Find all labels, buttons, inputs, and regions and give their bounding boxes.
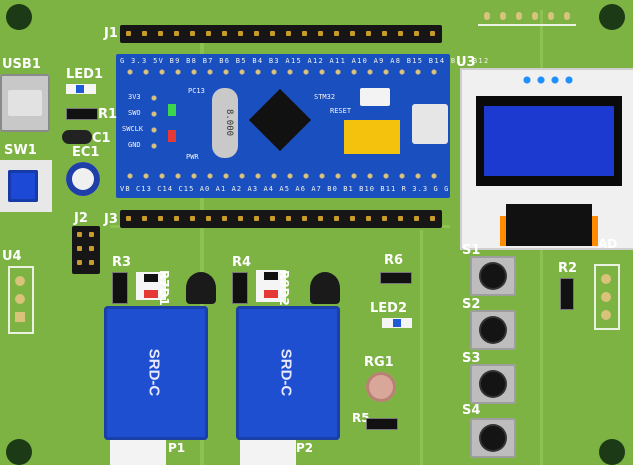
u4-footprint <box>8 266 34 334</box>
power-switch[interactable] <box>0 160 52 212</box>
usb1-label: USB1 <box>2 57 41 72</box>
r2-connector <box>594 264 620 330</box>
r6-label: R6 <box>384 253 404 268</box>
swd-3v3: 3V3 <box>128 93 141 101</box>
crystal: 8.000 <box>212 88 238 158</box>
reset-button[interactable] <box>360 88 390 106</box>
resistor-r5 <box>366 418 398 430</box>
pc13-led <box>168 104 176 116</box>
j2-label: J2 <box>74 211 88 226</box>
r8d2-label: R8D2 <box>277 270 291 306</box>
led1-label: LED1 <box>66 67 104 82</box>
bottom-pin-row <box>122 172 444 180</box>
pc13-label: PC13 <box>188 87 205 95</box>
top-connector <box>478 0 576 26</box>
button-s2[interactable] <box>470 310 516 350</box>
mounting-hole <box>599 4 625 30</box>
r1-label: R1 <box>98 107 118 122</box>
reset-label: RESET <box>330 107 352 115</box>
oled-ribbon <box>500 204 598 246</box>
sw1-label: SW1 <box>4 143 37 158</box>
r2-label: R2 <box>558 261 578 276</box>
trace <box>420 230 423 465</box>
led2 <box>382 318 412 328</box>
header-j3[interactable] <box>120 210 442 228</box>
mounting-hole <box>6 439 32 465</box>
oled-screen <box>484 106 614 176</box>
stm32-top-pin-labels: G 3.3 5V B9 B8 B7 B6 B5 B4 B3 A15 A12 A1… <box>120 57 490 65</box>
button-s1[interactable] <box>470 256 516 296</box>
led2-label: LED2 <box>370 301 408 316</box>
mounting-hole <box>599 439 625 465</box>
s4-label: S4 <box>462 403 481 418</box>
capacitor-c1 <box>62 130 92 144</box>
stm32-chip <box>248 88 312 152</box>
led1 <box>66 84 96 94</box>
relay-left: SRD-C <box>104 306 208 440</box>
electrolytic-cap <box>66 162 100 196</box>
top-pin-row <box>122 68 444 76</box>
terminal-p2[interactable] <box>240 440 296 465</box>
boot-jumpers[interactable] <box>344 120 400 154</box>
led-d2 <box>256 270 286 302</box>
oled-bezel <box>476 96 622 186</box>
led-d1 <box>136 272 166 300</box>
button-s3[interactable] <box>470 364 516 404</box>
resistor-r4 <box>232 272 248 304</box>
relay-left-label: SRD-C <box>145 348 163 397</box>
r5-label: R5 <box>352 411 370 425</box>
stm32-bottom-pin-labels: VB C13 C14 C15 A0 A1 A2 A3 A4 A5 A6 A7 B… <box>120 185 450 193</box>
photoresistor <box>366 372 396 402</box>
usb-connector[interactable] <box>0 74 50 132</box>
j3-label: J3 <box>104 212 118 227</box>
r4-label: R4 <box>232 255 252 270</box>
crystal-label: 8.000 <box>224 108 235 137</box>
swd-gnd: GND <box>128 141 141 149</box>
oled-pins <box>520 74 576 86</box>
resistor-r1 <box>66 108 98 120</box>
r7d1-label: R7D1 <box>157 270 171 306</box>
u4-label: U4 <box>2 249 22 264</box>
transistor-q1 <box>186 272 216 304</box>
relay-right: SRD-C <box>236 306 340 440</box>
resistor-r6 <box>380 272 412 284</box>
relay-right-label: SRD-C <box>277 348 295 397</box>
chip-label: STM32 <box>314 93 336 101</box>
s1-label: S1 <box>462 243 481 258</box>
ad-label: AD <box>598 237 618 251</box>
terminal-p1[interactable] <box>110 440 166 465</box>
c1-label: C1 <box>92 131 111 146</box>
header-j2[interactable] <box>72 226 100 274</box>
mounting-hole <box>6 4 32 30</box>
swd-pins <box>150 90 158 154</box>
resistor-r2 <box>560 278 574 310</box>
micro-usb <box>412 104 448 144</box>
u3-label: U3 <box>456 55 476 70</box>
ec1-label: EC1 <box>72 145 100 160</box>
transistor-q2 <box>310 272 340 304</box>
stm32-board: G 3.3 5V B9 B8 B7 B6 B5 B4 B3 A15 A12 A1… <box>116 54 488 198</box>
p2-label: P2 <box>296 441 314 455</box>
swd-swclk: SWCLK <box>122 125 144 133</box>
oled-module <box>460 68 633 250</box>
j1-label: J1 <box>104 26 118 41</box>
resistor-r3 <box>112 272 128 304</box>
p1-label: P1 <box>168 441 186 455</box>
swd-swo: SWO <box>128 109 141 117</box>
s2-label: S2 <box>462 297 481 312</box>
header-j1[interactable] <box>120 25 442 43</box>
button-s4[interactable] <box>470 418 516 458</box>
pwr-led <box>168 130 176 142</box>
pwr-label: PWR <box>186 153 199 161</box>
r3-label: R3 <box>112 255 132 270</box>
trace <box>200 40 204 465</box>
rg1-label: RG1 <box>364 355 394 370</box>
s3-label: S3 <box>462 351 481 366</box>
